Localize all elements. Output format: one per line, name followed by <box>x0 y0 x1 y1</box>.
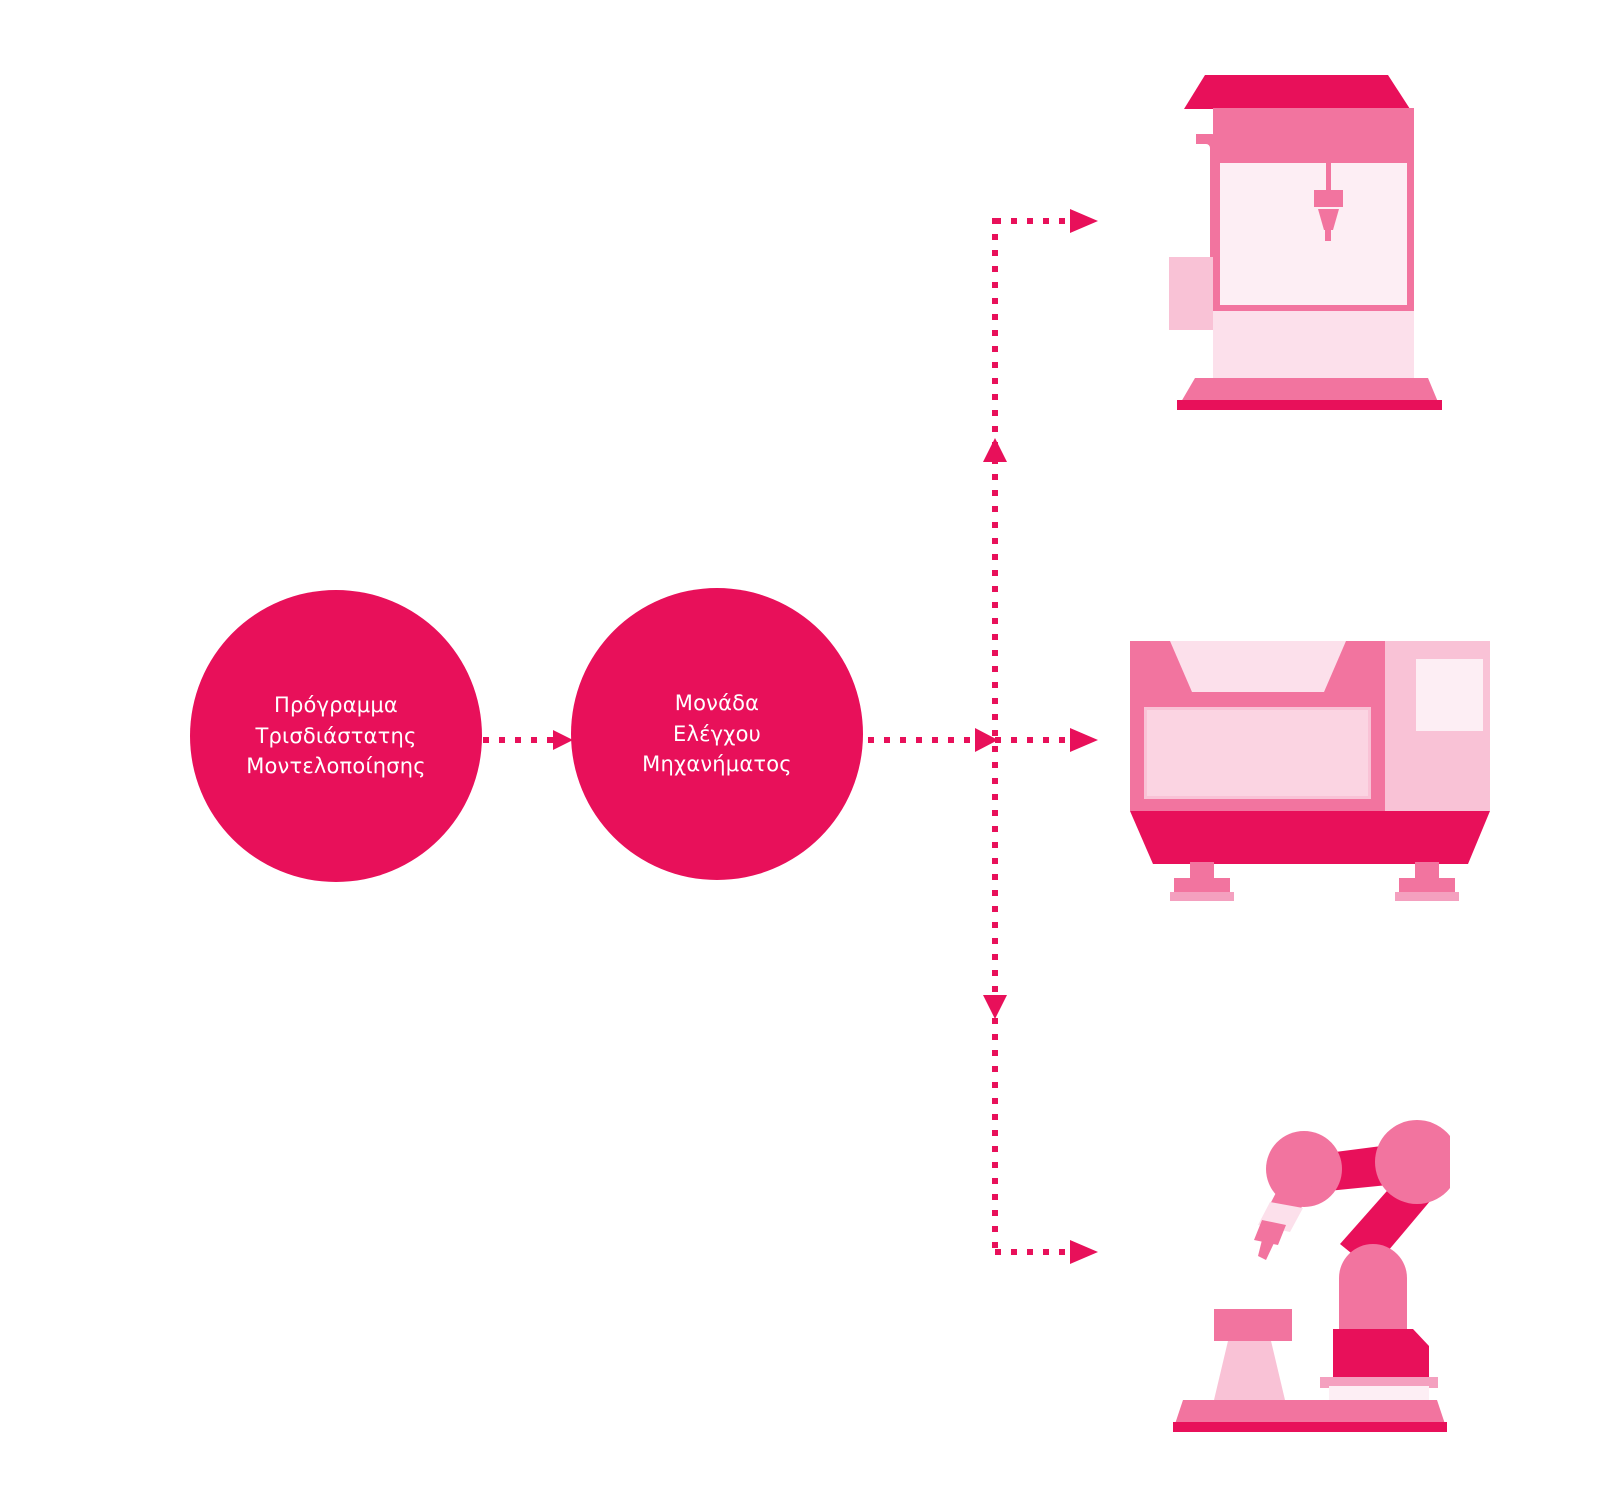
robot-floor-strip <box>1173 1422 1447 1432</box>
printer-base-strip <box>1177 400 1442 410</box>
printer-spindle-rod <box>1326 160 1331 192</box>
robot-arm-icon <box>1140 1112 1450 1442</box>
cnc-control-screen <box>1416 659 1483 731</box>
robot-gripper-tip <box>1258 1240 1274 1260</box>
cnc-foot-right-base <box>1395 892 1459 901</box>
cnc-machine-icon <box>1100 612 1490 902</box>
node-machine-control-unit[interactable]: Μονάδα Ελέγχου Μηχανήματος <box>571 588 863 880</box>
connector-bus-to-cnc <box>995 728 1098 752</box>
node-modeling-program[interactable]: Πρόγραμμα Τρισδιάστατης Μοντελοποίησης <box>190 590 482 882</box>
printer-upper-band <box>1213 108 1414 158</box>
node-machine-control-unit-label: Μονάδα Ελέγχου Μηχανήματος <box>642 691 792 777</box>
connector-bus-to-printer <box>995 209 1098 233</box>
3d-printer-icon <box>1140 52 1450 422</box>
connector-bus-to-robot <box>995 1240 1098 1264</box>
robot-gripper-block <box>1254 1220 1286 1245</box>
printer-spindle-tip <box>1325 228 1331 241</box>
cnc-foot-right-post <box>1415 862 1439 880</box>
cnc-plinth <box>1130 811 1490 864</box>
robot-shoulder-joint <box>1375 1120 1450 1204</box>
printer-spindle-block <box>1314 190 1343 207</box>
cnc-top-hopper <box>1170 641 1346 692</box>
cnc-door-window <box>1147 710 1368 796</box>
printer-top-cap <box>1184 75 1410 109</box>
cnc-foot-left-pad <box>1174 878 1230 895</box>
robot-base-housing <box>1333 1329 1429 1377</box>
robot-work-table-top <box>1214 1309 1292 1341</box>
printer-lower-cabinet <box>1213 311 1414 381</box>
printer-base-top <box>1181 378 1438 402</box>
printer-spindle-taper <box>1318 209 1339 230</box>
cnc-foot-left-post <box>1190 862 1214 880</box>
connector-modeling-to-controller <box>483 730 573 750</box>
robot-floor-slab <box>1175 1400 1445 1424</box>
cnc-foot-right-pad <box>1399 878 1455 895</box>
node-modeling-program-label: Πρόγραμμα Τρισδιάστατης Μοντελοποίησης <box>246 693 426 779</box>
connector-vertical-bus <box>983 218 1007 1255</box>
robot-work-cone <box>1214 1324 1285 1400</box>
connector-controller-to-bus <box>868 728 998 752</box>
cnc-foot-left-base <box>1170 892 1234 901</box>
printer-chamber-window <box>1220 163 1407 305</box>
robot-base-plate <box>1320 1377 1438 1388</box>
